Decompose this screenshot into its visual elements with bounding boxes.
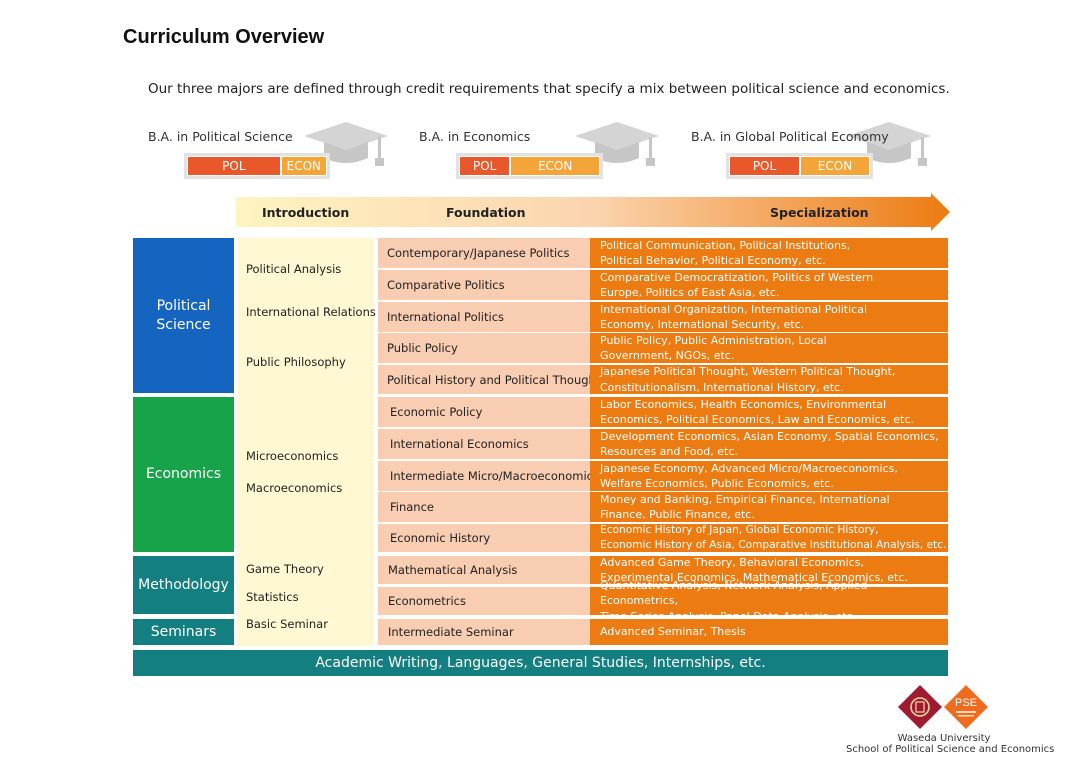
foundation-course: Contemporary/Japanese Politics (378, 238, 596, 268)
specialization-row: Political Communication, Political Insti… (590, 238, 948, 268)
school-name: School of Political Science and Economic… (846, 744, 1055, 755)
econ-segment: ECON (510, 156, 600, 176)
specialization-row: Japanese Political Thought, Western Poli… (590, 365, 948, 394)
specialization-line: Public Policy, Public Administration, Lo… (600, 333, 827, 347)
specialization-row: Development Economics, Asian Economy, Sp… (590, 429, 948, 459)
page-subtitle: Our three majors are defined through cre… (148, 81, 950, 97)
specialization-line: Economy, International Security, etc. (600, 318, 805, 331)
specialization-row: Advanced Seminar, Thesis (590, 619, 948, 645)
specialization-row: Public Policy, Public Administration, Lo… (590, 333, 948, 363)
specialization-line: Labor Economics, Health Economics, Envir… (600, 397, 887, 411)
specialization-line: Constitutionalism, International History… (600, 380, 844, 394)
foundation-course: Economic History (378, 524, 599, 552)
major-name: B.A. in Political Science (148, 129, 293, 144)
intro-course: Microeconomics (246, 449, 339, 463)
specialization-line: Economics, Political Economics, Law and … (600, 413, 914, 426)
general-studies-bar: Academic Writing, Languages, General Stu… (133, 650, 948, 676)
pol-segment: POL (729, 156, 800, 176)
specialization-row: Comparative Democratization, Politics of… (590, 270, 948, 300)
specialization-line: Experimental Economics, Mathematical Eco… (600, 571, 908, 584)
specialization-row: Labor Economics, Health Economics, Envir… (590, 397, 948, 427)
specialization-line: Development Economics, Asian Economy, Sp… (600, 429, 939, 443)
specialization-line: Advanced Seminar, Thesis (600, 625, 746, 639)
intro-course: Statistics (246, 590, 299, 604)
graduation-cap-icon (575, 122, 659, 166)
stage-specialization: Specialization (770, 205, 869, 220)
intro-course: Game Theory (246, 562, 324, 576)
specialization-line: Japanese Political Thought, Western Poli… (600, 365, 896, 378)
specialization-row: Quantitative Analysis, Network Analysis,… (590, 579, 948, 623)
specialization-line: Europe, Politics of East Asia, etc. (600, 286, 780, 299)
graduation-cap-icon (304, 122, 388, 166)
major-name: B.A. in Economics (419, 129, 531, 144)
foundation-course: Public Policy (378, 333, 596, 363)
foundation-course: Mathematical Analysis (378, 556, 597, 584)
foundation-course: Econometrics (378, 587, 597, 615)
foundation-course: International Politics (378, 302, 596, 332)
intro-course: Public Philosophy (246, 355, 346, 369)
major-economics: B.A. in Economics POL ECON (419, 120, 659, 182)
specialization-row: Money and Banking, Empirical Finance, In… (590, 492, 948, 522)
area-political-science: Political Science (133, 238, 234, 393)
major-global-political-economy: B.A. in Global Political Economy POL ECO… (691, 120, 931, 182)
specialization-line: Economic History of Japan, Global Econom… (600, 523, 879, 536)
foundation-course: Economic Policy (378, 397, 599, 427)
waseda-pse-logo: PSE (898, 685, 988, 729)
stage-introduction: Introduction (262, 205, 350, 220)
specialization-row: Japanese Economy, Advanced Micro/Macroec… (590, 461, 948, 491)
foundation-course: Intermediate Seminar (378, 619, 597, 645)
econ-segment: ECON (800, 156, 870, 176)
specialization-line: Quantitative Analysis, Network Analysis,… (600, 578, 868, 608)
foundation-course: Comparative Politics (378, 270, 596, 300)
major-name: B.A. in Global Political Economy (691, 129, 889, 144)
logo-badge-text: PSE (955, 697, 977, 709)
page-title: Curriculum Overview (123, 26, 325, 48)
intro-course: Macroeconomics (246, 481, 343, 495)
stage-arrow (236, 193, 950, 231)
econ-segment: ECON (280, 156, 327, 176)
specialization-line: Resources and Food, etc. (600, 445, 738, 458)
foundation-course: Intermediate Micro/Macroeconomics (378, 461, 599, 491)
specialization-row: Advanced Game Theory, Behavioral Economi… (590, 556, 948, 584)
specialization-line: Government, NGOs, etc. (600, 349, 735, 362)
specialization-line: Political Behavior, Political Economy, e… (600, 254, 826, 267)
specialization-line: Finance, Public Finance, etc. (600, 508, 755, 521)
introduction-column (237, 238, 374, 646)
foundation-course: Finance (378, 492, 599, 522)
pol-segment: POL (187, 156, 281, 176)
pol-segment: POL (459, 156, 511, 176)
graduation-cap-icon (847, 122, 931, 166)
specialization-line: Political Communication, Political Insti… (600, 238, 851, 252)
specialization-row: Economic History of Japan, Global Econom… (590, 524, 948, 552)
area-economics: Economics (133, 397, 234, 552)
intro-course: International Relations (246, 305, 376, 319)
university-name: Waseda University (897, 733, 991, 744)
specialization-line: Advanced Game Theory, Behavioral Economi… (600, 555, 864, 569)
area-methodology: Methodology (133, 556, 234, 614)
stage-foundation: Foundation (446, 205, 526, 220)
major-mix-bar: POL ECON (729, 156, 870, 176)
intro-course: Basic Seminar (246, 617, 328, 631)
specialization-line: Japanese Economy, Advanced Micro/Macroec… (600, 461, 898, 475)
area-seminars: Seminars (133, 619, 234, 645)
major-mix-bar: POL ECON (187, 156, 327, 176)
specialization-line: International Organization, Internationa… (600, 302, 868, 316)
foundation-course: Political History and Political Thought (378, 365, 600, 394)
major-political-science: B.A. in Political Science POL ECON (148, 120, 388, 182)
intro-course: Political Analysis (246, 262, 342, 276)
major-mix-bar: POL ECON (459, 156, 600, 176)
specialization-line: Money and Banking, Empirical Finance, In… (600, 492, 890, 506)
specialization-line: Welfare Economics, Public Economics, etc… (600, 477, 834, 490)
specialization-row: International Organization, Internationa… (590, 302, 948, 332)
specialization-line: Economic History of Asia, Comparative In… (600, 539, 947, 551)
foundation-course: International Economics (378, 429, 599, 459)
specialization-line: Comparative Democratization, Politics of… (600, 270, 874, 284)
